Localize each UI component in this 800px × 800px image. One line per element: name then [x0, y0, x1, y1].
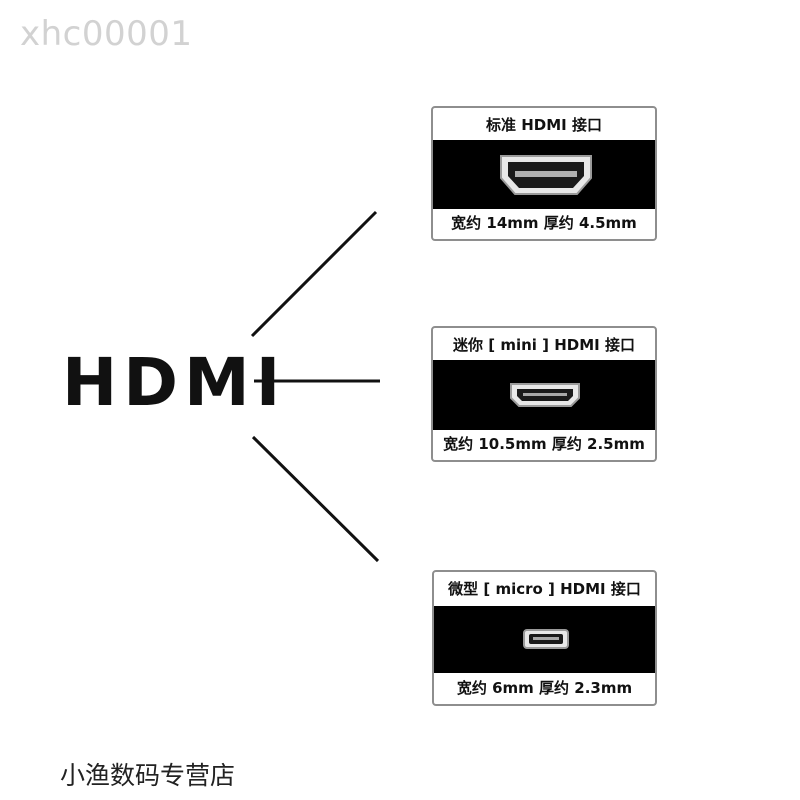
hdmi-standard-port-icon	[500, 155, 592, 195]
connector-line-standard	[250, 210, 378, 338]
card-micro-hdmi: 微型 [ micro ] HDMI 接口 宽约 6mm 厚约 2.3mm	[432, 570, 657, 706]
card-standard-hdmi: 标准 HDMI 接口 宽约 14mm 厚约 4.5mm	[431, 106, 657, 241]
hdmi-mini-port-icon	[510, 383, 580, 407]
port-panel	[433, 140, 655, 209]
port-panel	[433, 360, 655, 430]
card-title: 迷你 [ mini ] HDMI 接口	[453, 335, 635, 354]
watermark-text: xhc00001	[20, 14, 193, 54]
card-title: 标准 HDMI 接口	[486, 115, 602, 134]
card-title: 微型 [ micro ] HDMI 接口	[448, 579, 641, 598]
store-name: 小渔数码专营店	[60, 761, 236, 790]
card-mini-hdmi: 迷你 [ mini ] HDMI 接口 宽约 10.5mm 厚约 2.5mm	[431, 326, 657, 462]
main-title: HDMI	[62, 344, 287, 421]
hdmi-micro-port-icon	[523, 629, 569, 649]
card-spec: 宽约 6mm 厚约 2.3mm	[456, 678, 633, 697]
port-panel	[434, 606, 655, 673]
card-spec: 宽约 14mm 厚约 4.5mm	[451, 213, 637, 232]
card-spec: 宽约 10.5mm 厚约 2.5mm	[443, 434, 645, 453]
connector-line-micro	[251, 435, 380, 563]
